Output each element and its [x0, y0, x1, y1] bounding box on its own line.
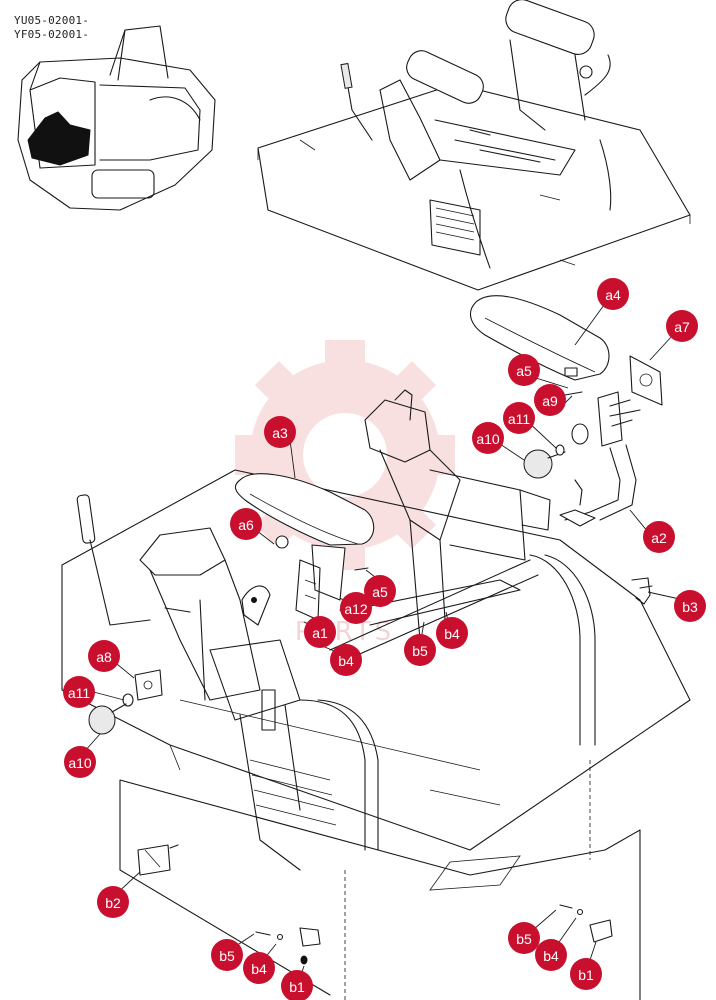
clamp-bottom-left [255, 927, 321, 965]
callout-b4_bl: b4 [243, 952, 275, 984]
callout-circle [570, 958, 602, 990]
callout-label: a9 [542, 393, 558, 409]
callout-b4_mid: b4 [436, 617, 468, 649]
callout-b4_left: b4 [330, 644, 362, 676]
fasteners-left [88, 669, 163, 735]
seat-frame-overview [257, 0, 691, 291]
callout-circle [211, 939, 243, 971]
callout-a4: a4 [597, 278, 629, 310]
model-code-2: YF05-02001- [14, 28, 90, 41]
callout-label: b4 [338, 653, 354, 669]
callout-circle [281, 970, 313, 1000]
callout-circle [264, 416, 296, 448]
callout-b5_bl: b5 [211, 939, 243, 971]
callout-a11_right: a11 [503, 402, 535, 434]
callout-label: b3 [682, 599, 698, 615]
callout-label: a2 [651, 530, 667, 546]
callout-circle [364, 575, 396, 607]
callout-a12: a12 [340, 592, 372, 624]
main-platform [61, 469, 691, 1000]
model-code-1: YU05-02001- [14, 14, 90, 27]
callout-circle [63, 676, 95, 708]
callout-a5_top: a5 [508, 354, 540, 386]
clip-b3 [631, 577, 653, 605]
callout-circle [508, 354, 540, 386]
callout-circle [472, 422, 504, 454]
callout-label: a3 [272, 425, 288, 441]
callout-label: a1 [312, 625, 328, 641]
callout-circle [666, 310, 698, 342]
callout-label: b1 [578, 967, 594, 983]
callout-circle [508, 922, 540, 954]
callout-a3: a3 [264, 416, 296, 448]
right-armrest [469, 295, 610, 381]
callout-label: a11 [508, 411, 531, 427]
callout-circle [436, 617, 468, 649]
callout-b1_bl: b1 [281, 970, 313, 1000]
callout-circle [597, 278, 629, 310]
callout-label: b4 [543, 948, 559, 964]
callout-label: a10 [68, 755, 92, 771]
callout-label: a4 [605, 287, 621, 303]
fasteners-right [523, 391, 589, 479]
callout-a9: a9 [534, 384, 566, 416]
callout-label: a5 [372, 584, 388, 600]
callout-label: a8 [96, 649, 112, 665]
callout-circle [230, 508, 262, 540]
callout-layer: a4 a7 a5 a9 a11 a10 a3 a2 a6 a5 b3 a12 a1 b4 b5 b4 a8 a11… [63, 278, 706, 1000]
callout-label: a7 [674, 319, 690, 335]
callout-circle [674, 590, 706, 622]
callout-label: a5 [516, 363, 532, 379]
right-console [364, 389, 551, 641]
callout-a7: a7 [666, 310, 698, 342]
callout-label: a6 [238, 517, 254, 533]
excavator-thumbnail [17, 25, 216, 211]
callout-a10_left: a10 [64, 746, 96, 778]
callout-label: b5 [412, 643, 428, 659]
callout-b1_br: b1 [570, 958, 602, 990]
callout-circle [88, 640, 120, 672]
callout-label: a10 [476, 431, 500, 447]
callout-circle [243, 952, 275, 984]
callout-label: b4 [251, 961, 267, 977]
pad-b2 [137, 844, 179, 876]
callout-circle [330, 644, 362, 676]
callout-b4_br: b4 [535, 939, 567, 971]
callout-b3: b3 [674, 590, 706, 622]
callout-a1: a1 [304, 616, 336, 648]
callout-circle [534, 384, 566, 416]
callout-a2: a2 [643, 521, 675, 553]
callout-circle [304, 616, 336, 648]
callout-label: b4 [444, 626, 460, 642]
callout-circle [340, 592, 372, 624]
callout-label: a11 [68, 685, 91, 701]
callout-label: b5 [219, 948, 235, 964]
callout-a8: a8 [88, 640, 120, 672]
callout-a5_mid: a5 [364, 575, 396, 607]
callout-circle [503, 402, 535, 434]
left-console [76, 494, 337, 871]
seat-frame-tubing [299, 554, 596, 851]
callout-label: b2 [105, 895, 121, 911]
callout-circle [97, 886, 129, 918]
callout-label: b1 [289, 979, 305, 995]
callout-circle [64, 746, 96, 778]
callout-label: b5 [516, 931, 532, 947]
callout-a11_left: a11 [63, 676, 95, 708]
callout-b2: b2 [97, 886, 129, 918]
clamp-bottom-right [559, 904, 613, 943]
callout-circle [404, 634, 436, 666]
callout-circle [535, 939, 567, 971]
callout-label: a12 [344, 601, 368, 617]
left-armrest [234, 473, 375, 601]
callout-b5_br: b5 [508, 922, 540, 954]
armrest-bracket-right [559, 355, 663, 527]
callout-a10_right: a10 [472, 422, 504, 454]
callout-a6: a6 [230, 508, 262, 540]
callout-b5_mid: b5 [404, 634, 436, 666]
callout-circle [643, 521, 675, 553]
